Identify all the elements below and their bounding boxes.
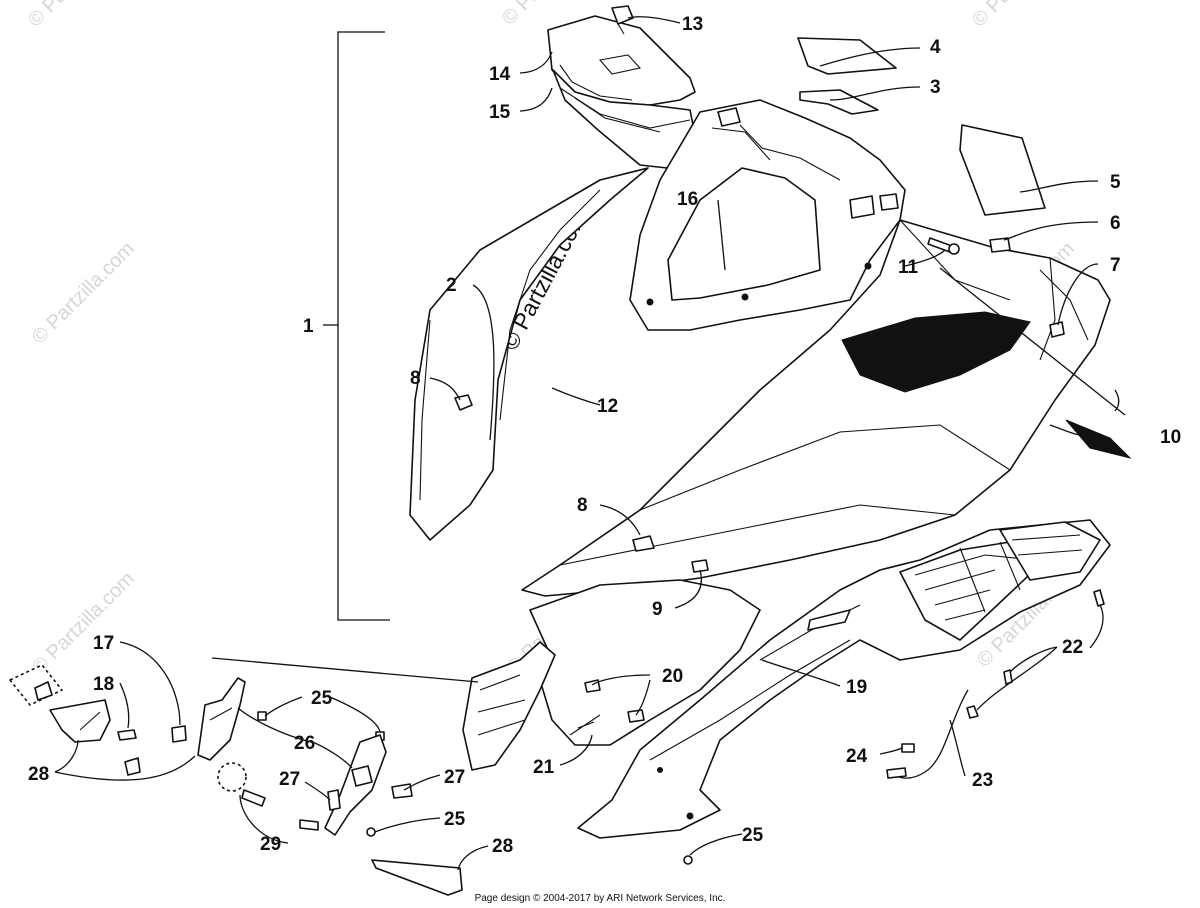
callout-25c: 25 — [742, 825, 764, 846]
callout-16: 16 — [677, 189, 698, 210]
callout-27b: 27 — [444, 767, 465, 788]
callout-3: 3 — [930, 77, 941, 98]
callout-7: 7 — [1110, 255, 1121, 276]
callout-25b: 25 — [444, 809, 466, 830]
callout-22: 22 — [1062, 637, 1083, 658]
instrument-pod — [547, 5, 699, 171]
callout-2: 2 — [446, 275, 457, 296]
callout-labels: 1 2 3 4 5 6 7 8 8 9 10 11 12 13 14 15 16… — [28, 14, 1181, 857]
callout-20: 20 — [662, 666, 683, 687]
callout-29: 29 — [260, 834, 281, 855]
callout-9: 9 — [652, 599, 663, 620]
side-frame — [577, 519, 1111, 839]
callout-21: 21 — [533, 757, 555, 778]
callout-28b: 28 — [492, 836, 513, 857]
callout-11: 11 — [898, 257, 919, 278]
leader-lines — [54, 16, 1126, 871]
callout-17: 17 — [93, 633, 114, 654]
callout-23: 23 — [972, 770, 993, 791]
callout-25a: 25 — [311, 688, 333, 709]
left-side-panel — [409, 167, 649, 541]
watermark-text: © Partzilla.com — [968, 0, 1079, 32]
callout-8b: 8 — [577, 495, 588, 516]
watermark-text: © Partzilla.com — [24, 0, 135, 32]
callout-5: 5 — [1110, 172, 1121, 193]
watermark-text: © Partzilla.com — [28, 238, 139, 349]
hood-upper — [629, 99, 906, 331]
decals-top — [797, 37, 897, 115]
footer-copyright: Page design © 2004-2017 by ARI Network S… — [474, 893, 726, 904]
watermark-text: © Partzilla.com — [28, 568, 139, 679]
callout-18: 18 — [93, 674, 114, 695]
callout-27a: 27 — [279, 769, 300, 790]
fasteners-right — [886, 589, 1105, 779]
callout-19: 19 — [846, 677, 867, 698]
bracket-mid-hardware — [197, 677, 693, 896]
callout-10: 10 — [1160, 427, 1181, 448]
callout-24: 24 — [846, 746, 868, 767]
callout-12: 12 — [597, 396, 618, 417]
callout-1: 1 — [303, 316, 314, 337]
assembly-bracket — [323, 31, 390, 621]
hood-main — [521, 219, 1111, 597]
callout-26: 26 — [294, 733, 315, 754]
callout-14: 14 — [489, 64, 511, 85]
callout-8a: 8 — [410, 368, 421, 389]
callout-28a: 28 — [28, 764, 49, 785]
bracket-left-hardware — [9, 664, 187, 776]
strip-10 — [1065, 419, 1132, 459]
callout-15: 15 — [489, 102, 511, 123]
callout-4: 4 — [930, 37, 941, 58]
callout-13: 13 — [682, 14, 703, 35]
left-bracket — [462, 641, 556, 771]
bolt-11 — [927, 237, 960, 255]
callout-6: 6 — [1110, 213, 1121, 234]
decal-side — [959, 124, 1046, 216]
